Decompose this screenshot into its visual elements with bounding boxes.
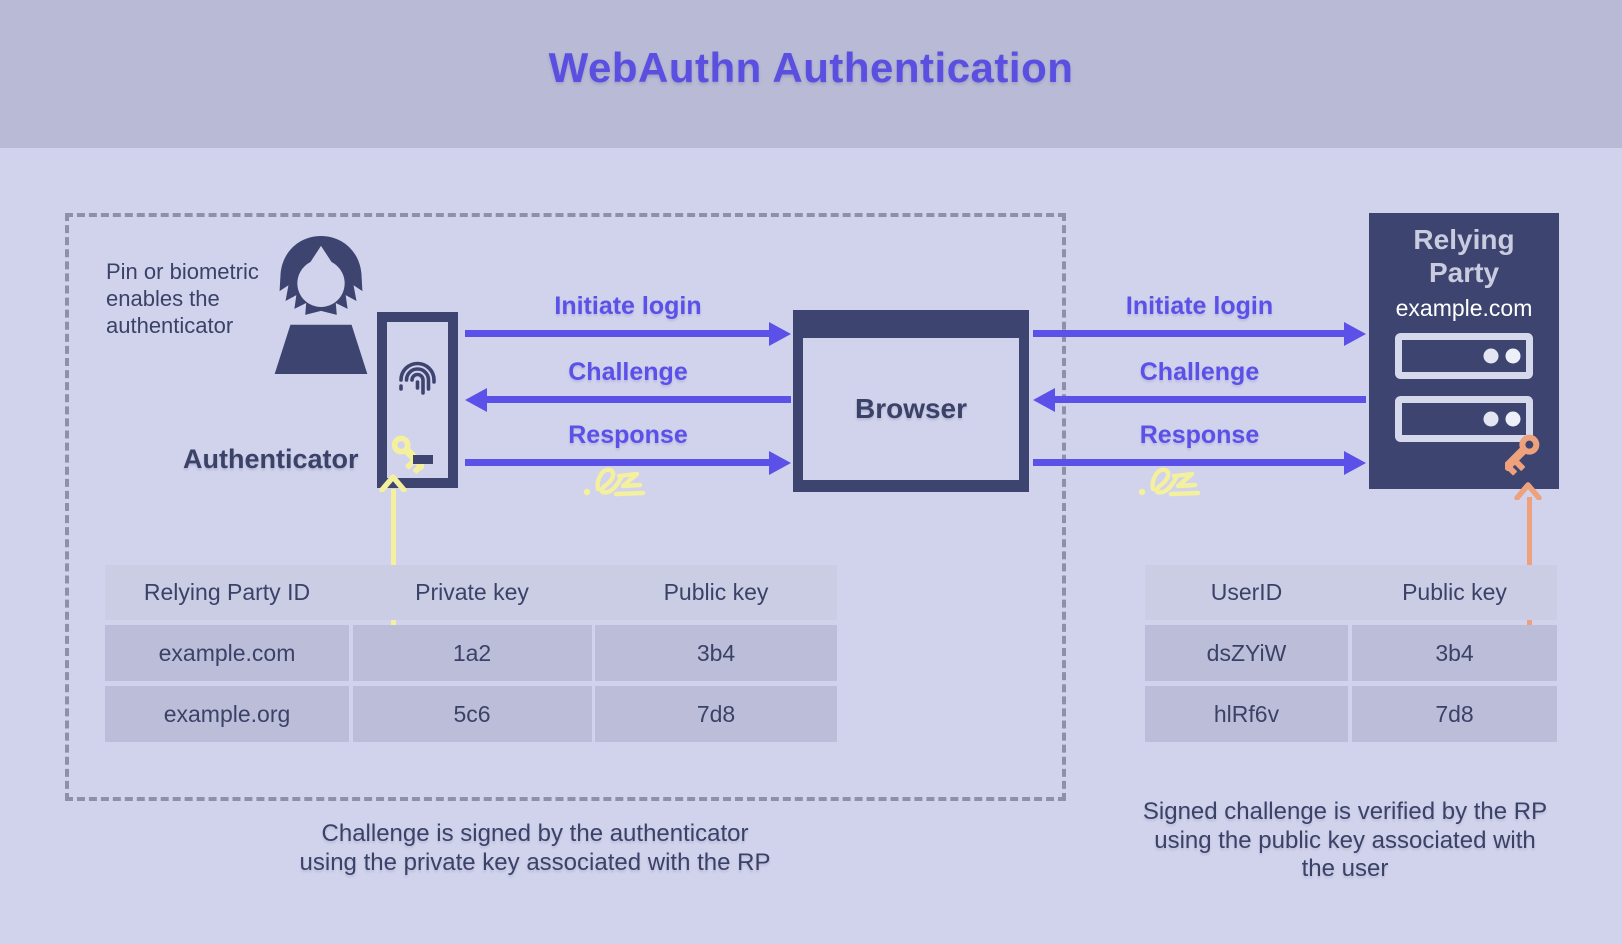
caption-authenticator-signing: Challenge is signed by the authenticator… [299, 820, 771, 876]
authenticator-label: Authenticator [183, 444, 359, 474]
browser-content: Browser [803, 338, 1019, 480]
table-header-cell: Public key [663, 579, 769, 605]
arrow-label: Challenge [1139, 358, 1260, 386]
server-icon [1395, 396, 1533, 442]
table-header-row: UserID Public key [1145, 565, 1557, 620]
signature-icon [1138, 467, 1201, 497]
relying-party-box: Relying Party example.com [1369, 213, 1559, 489]
arrow-line [1053, 396, 1366, 403]
arrow-line [465, 459, 771, 466]
private-key-icon [391, 435, 424, 474]
table-row: example.org 5c6 7d8 [105, 686, 837, 742]
table-row: hlRf6v 7d8 [1145, 686, 1557, 742]
arrow-label: Response [1139, 421, 1260, 449]
table-cell: 5c6 [352, 686, 592, 742]
authenticator-credentials-table: Relying Party ID Private key Public key … [105, 565, 837, 742]
flow-initiate-login-authenticator-browser: Initiate login [465, 292, 791, 346]
arrow-line [1033, 459, 1344, 466]
header-band: WebAuthn Authentication [0, 0, 1622, 148]
arrow-line [465, 330, 771, 337]
table-header-cell: Relying Party ID [143, 579, 311, 605]
arrow-head-right-icon [1344, 322, 1366, 346]
browser-label: Browser [854, 393, 968, 424]
arrow-label: Initiate login [1125, 292, 1274, 320]
relying-party-users-table: UserID Public key dsZYiW 3b4 hlRf6v 7d8 [1145, 565, 1557, 742]
arrow-head-right-icon [769, 322, 791, 346]
table-cell: hlRf6v [1145, 686, 1348, 742]
table-cell: 3b4 [1352, 625, 1557, 681]
table-cell: 7d8 [595, 686, 837, 742]
page-title: WebAuthn Authentication [548, 44, 1074, 91]
user-note: Pin or biometric enables the authenticat… [106, 259, 259, 338]
flow-response-browser-rp: Response [1033, 421, 1366, 475]
table-header-row: Relying Party ID Private key Public key [105, 565, 837, 620]
device-slot [413, 455, 433, 464]
arrow-line [485, 396, 791, 403]
arrow-label: Challenge [568, 358, 688, 386]
flow-response-authenticator-browser: Response [465, 421, 791, 475]
arrow-head-right-icon [1344, 451, 1366, 475]
flow-challenge-browser-authenticator: Challenge [465, 358, 791, 412]
table-row: dsZYiW 3b4 [1145, 625, 1557, 681]
table-cell: example.org [105, 686, 349, 742]
arrow-label: Initiate login [554, 292, 702, 320]
arrow-label: Response [568, 421, 688, 449]
arrow-head-left-icon [465, 388, 487, 412]
yellow-arrowhead-up-icon [379, 474, 407, 492]
table-cell: 1a2 [352, 625, 592, 681]
authenticator-device [377, 312, 458, 488]
flow-challenge-rp-browser: Challenge [1033, 358, 1366, 412]
arrow-head-right-icon [769, 451, 791, 475]
table-header-cell: UserID [1210, 579, 1283, 605]
table-cell: 7d8 [1352, 686, 1557, 742]
table-cell: dsZYiW [1145, 625, 1348, 681]
signature-icon [583, 467, 646, 497]
orange-arrowhead-up-icon [1514, 482, 1542, 500]
table-header-cell: Public key [1402, 579, 1507, 605]
user-icon [274, 235, 368, 374]
arrow-head-left-icon [1033, 388, 1055, 412]
table-cell: 3b4 [595, 625, 837, 681]
client-dashed-region [65, 213, 1066, 801]
table-header-cell: Private key [415, 579, 529, 605]
fingerprint-icon [399, 361, 436, 395]
table-row: example.com 1a2 3b4 [105, 625, 837, 681]
caption-rp-verification: Signed challenge is verified by the RP u… [1142, 798, 1548, 882]
arrow-line [1033, 330, 1344, 337]
server-icon [1395, 333, 1533, 379]
table-cell: example.com [105, 625, 349, 681]
flow-initiate-login-browser-rp: Initiate login [1033, 292, 1366, 346]
browser-window: Browser [793, 310, 1029, 492]
relying-party-title: Relying Party [1413, 224, 1515, 288]
public-key-icon [1505, 434, 1540, 476]
relying-party-domain: example.com [1395, 295, 1533, 321]
